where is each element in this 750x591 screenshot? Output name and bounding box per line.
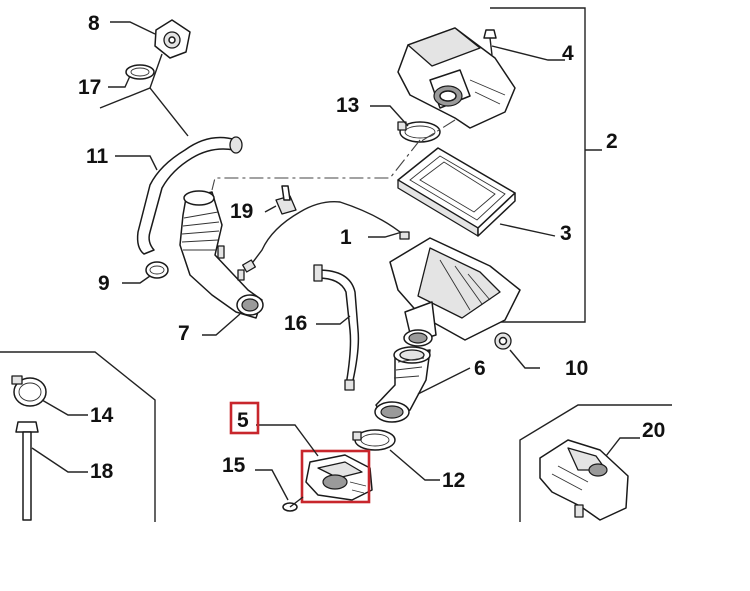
part-4-airbox-cover bbox=[397, 27, 516, 129]
part-20-bracket bbox=[539, 439, 629, 521]
part-18-bolt bbox=[15, 421, 39, 521]
label-7: 7 bbox=[178, 322, 190, 345]
part-6-intake-duct bbox=[374, 346, 431, 423]
callouts: 8 17 11 4 13 2 19 1 3 9 16 7 6 10 14 5 2… bbox=[78, 12, 665, 492]
part-15-screw bbox=[282, 496, 304, 512]
label-19: 19 bbox=[230, 200, 253, 223]
part-13-clamp bbox=[397, 121, 441, 143]
part-2-airbox-housing bbox=[389, 237, 521, 347]
part-9-clamp bbox=[145, 261, 169, 279]
label-5: 5 bbox=[237, 409, 249, 432]
part-8-sensor-housing bbox=[154, 19, 191, 59]
inset-frames bbox=[0, 351, 672, 522]
part-16-vent-hose bbox=[313, 264, 360, 391]
part-7-air-hose bbox=[179, 190, 264, 319]
label-1: 1 bbox=[340, 226, 352, 249]
label-9: 9 bbox=[98, 272, 110, 295]
label-17: 17 bbox=[78, 76, 101, 99]
label-10: 10 bbox=[565, 357, 588, 380]
label-18: 18 bbox=[90, 460, 114, 483]
label-3: 3 bbox=[560, 222, 572, 245]
label-16: 16 bbox=[284, 312, 307, 335]
label-2: 2 bbox=[606, 130, 618, 153]
label-14: 14 bbox=[90, 404, 114, 427]
part-11-hose bbox=[136, 136, 243, 255]
leader-lines bbox=[31, 21, 640, 501]
label-13: 13 bbox=[336, 94, 359, 117]
highlight-box bbox=[300, 449, 371, 504]
label-15: 15 bbox=[222, 454, 246, 477]
bracket-2 bbox=[490, 7, 602, 323]
part-14-clamp bbox=[11, 375, 47, 407]
label-5-box bbox=[229, 401, 260, 435]
label-20: 20 bbox=[642, 419, 665, 442]
part-1-sensor-wire bbox=[242, 201, 410, 273]
part-3-air-filter bbox=[397, 147, 516, 237]
label-12: 12 bbox=[442, 469, 465, 492]
part-10-grommet bbox=[494, 332, 512, 350]
label-8: 8 bbox=[88, 12, 100, 35]
part-5-intake-elbow bbox=[300, 449, 373, 504]
part-17-clamp bbox=[125, 64, 155, 80]
part-12-clamp bbox=[352, 429, 396, 451]
label-6: 6 bbox=[474, 357, 486, 380]
label-11: 11 bbox=[86, 145, 109, 168]
part-19-clip bbox=[275, 185, 297, 215]
label-4: 4 bbox=[562, 42, 574, 65]
linkage-lines bbox=[211, 119, 456, 191]
